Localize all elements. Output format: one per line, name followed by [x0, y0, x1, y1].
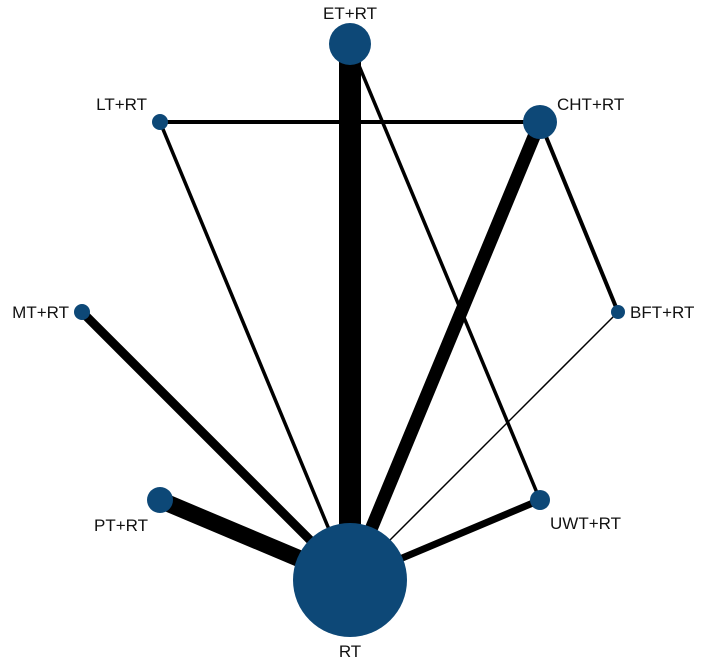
nodes [74, 23, 625, 637]
label-bft-rt: BFT+RT [630, 303, 694, 322]
label-rt: RT [339, 642, 361, 661]
label-pt-rt: PT+RT [94, 516, 148, 535]
edge-lt-rt [158, 121, 352, 581]
labels: ET+RT LT+RT CHT+RT MT+RT BFT+RT PT+RT UW… [12, 4, 694, 661]
edge-cht-rt [343, 119, 547, 583]
edge-bft-rt [349, 311, 619, 581]
node-lt-rt [152, 114, 168, 130]
edge-et-uwt [348, 43, 542, 501]
node-rt [293, 523, 407, 637]
label-cht-rt: CHT+RT [557, 95, 624, 114]
edge-mt-rt [78, 308, 354, 584]
node-pt-rt [147, 487, 173, 513]
node-bft-rt [611, 305, 625, 319]
node-et-rt [329, 23, 371, 65]
node-uwt-rt [530, 490, 550, 510]
node-mt-rt [74, 304, 90, 320]
label-mt-rt: MT+RT [12, 303, 69, 322]
node-cht-rt [523, 105, 557, 139]
edge-cht-bft [538, 121, 620, 313]
label-et-rt: ET+RT [323, 4, 377, 23]
label-uwt-rt: UWT+RT [550, 514, 621, 533]
label-lt-rt: LT+RT [96, 95, 147, 114]
